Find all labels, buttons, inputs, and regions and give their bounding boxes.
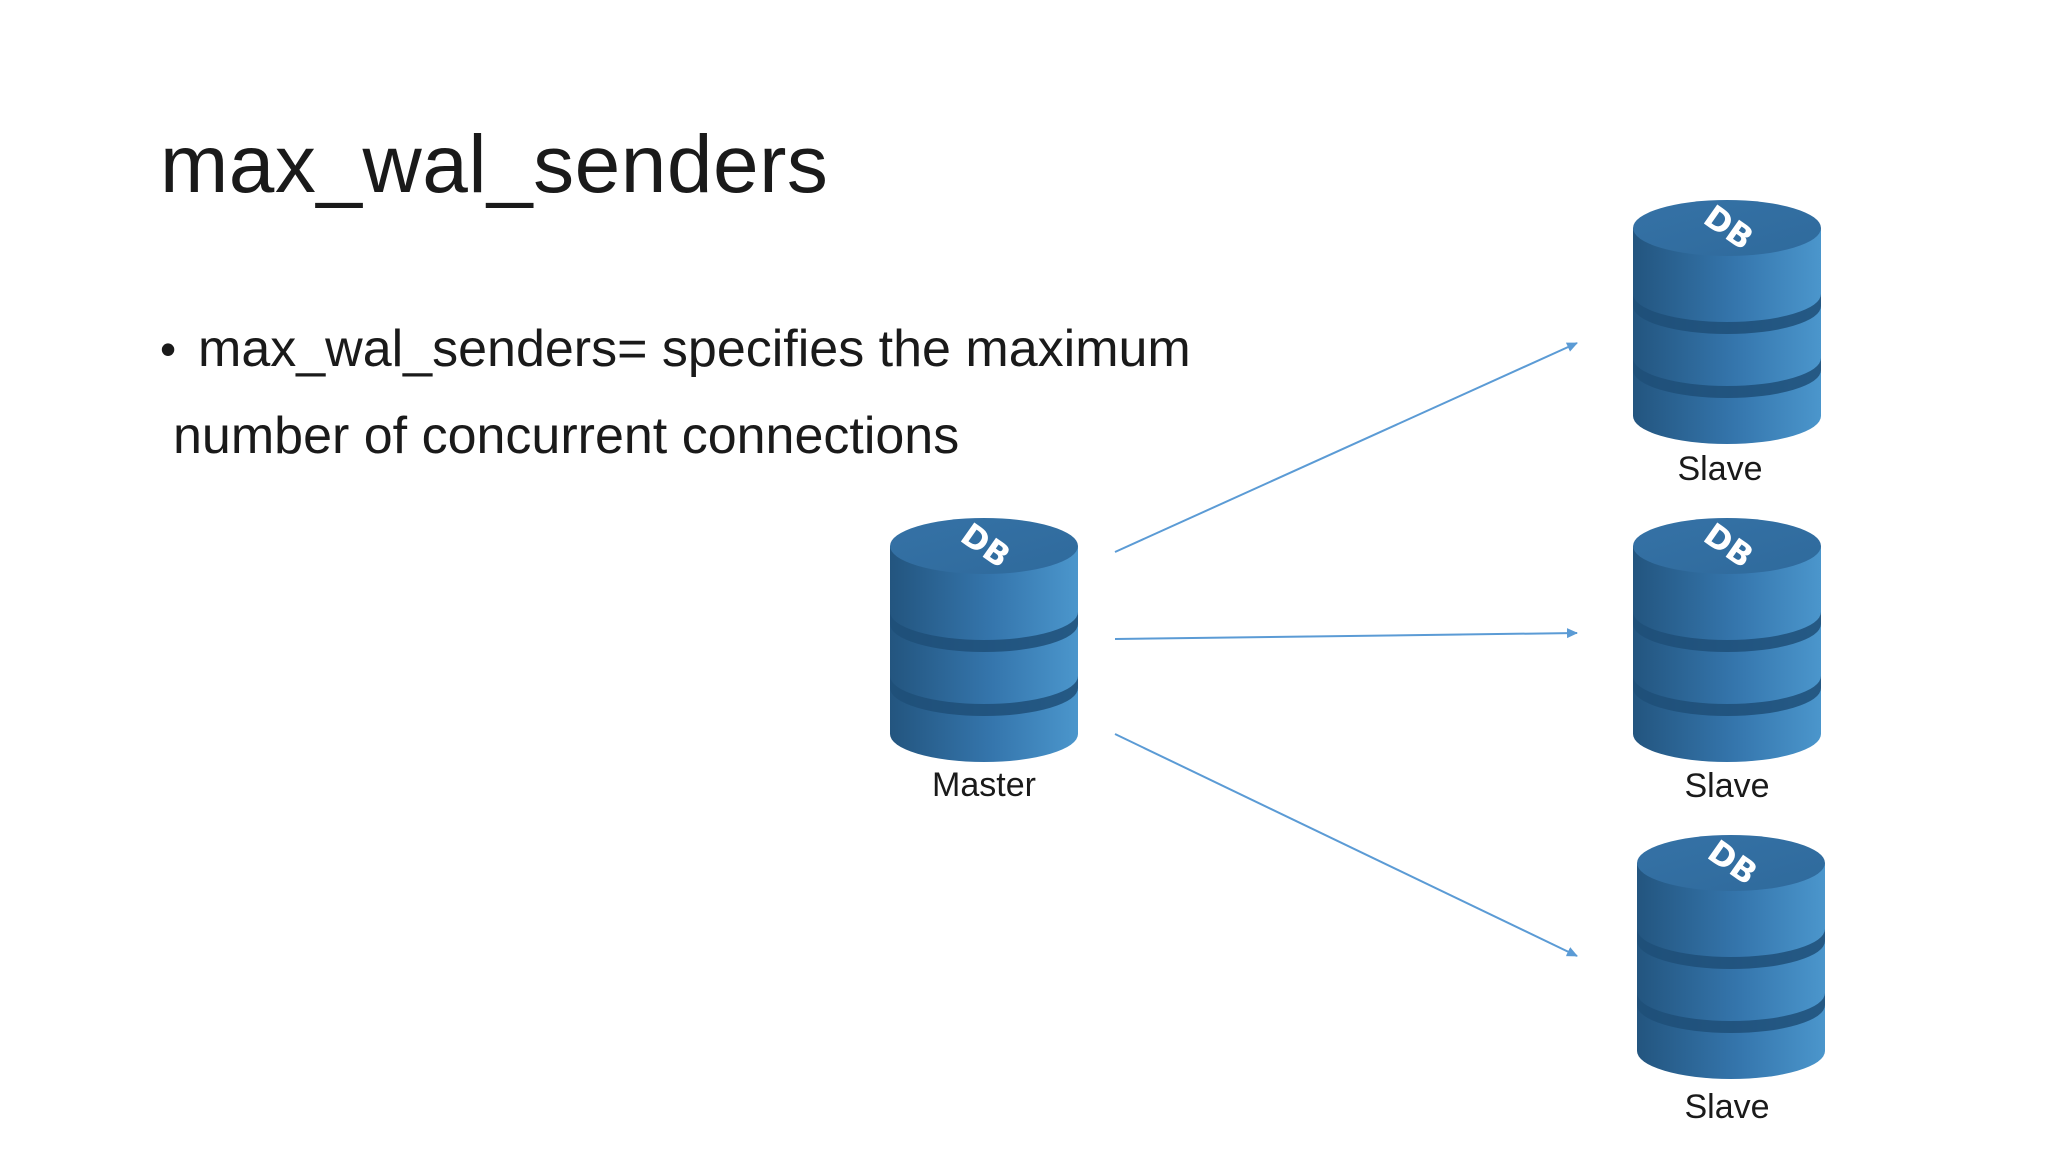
slave-label-3: Slave — [1684, 1088, 1770, 1126]
bullet-item: • max_wal_senders= specifies the maximum — [160, 306, 1310, 393]
edge-master-slave3 — [1114, 733, 1578, 957]
database-icon: DB — [1637, 832, 1825, 1079]
master-label: Master — [932, 766, 1036, 804]
bullet-text-line1: max_wal_senders= specifies the maximum — [198, 320, 1191, 378]
database-icon: DB — [1633, 197, 1821, 444]
slave-node-1: DB — [1629, 197, 1825, 453]
slave-label-2: Slave — [1684, 767, 1770, 805]
edge-master-slave2 — [1114, 628, 1578, 640]
slide-title: max_wal_senders — [160, 119, 829, 210]
bullet-marker: • — [160, 323, 177, 375]
slave-label-1: Slave — [1677, 450, 1763, 488]
edge-master-slave1 — [1114, 342, 1578, 553]
database-icon: DB — [890, 515, 1078, 762]
slave-node-3: DB — [1633, 832, 1829, 1088]
database-icon: DB — [1633, 515, 1821, 762]
bullet-text-line2: number of concurrent connections — [173, 407, 960, 465]
master-node: DB — [886, 515, 1082, 771]
bullet-list: •max_wal_senders= specifies the maximum … — [160, 306, 1310, 480]
slave-node-2: DB — [1629, 515, 1825, 771]
